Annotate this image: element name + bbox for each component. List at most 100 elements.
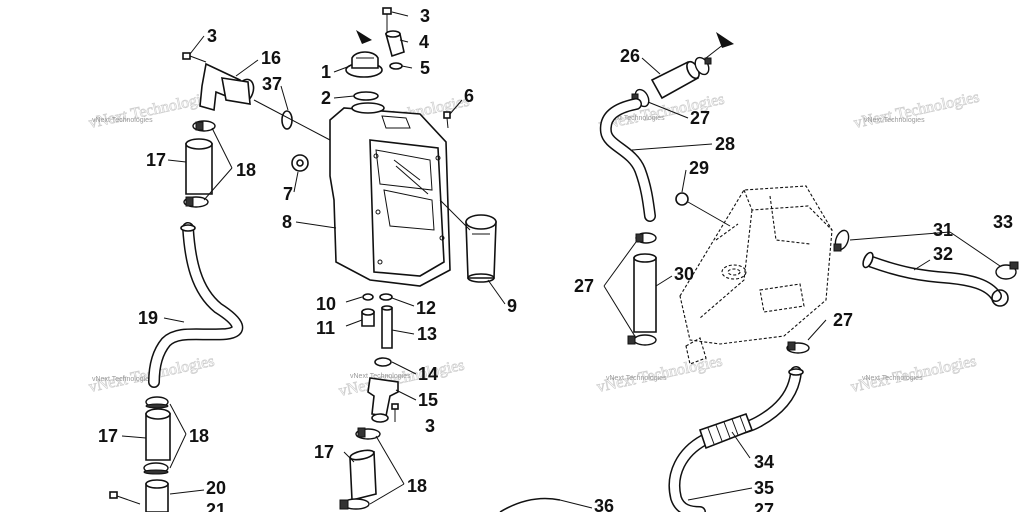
- callout-21: 21: [206, 500, 226, 512]
- callout-26: 26: [620, 46, 640, 66]
- hose-part-28: [599, 98, 656, 222]
- o-ring-part-10: [362, 293, 374, 301]
- callout-9: 9: [507, 296, 517, 316]
- o-ring-part-37: [281, 110, 293, 130]
- callout-8: 8: [282, 212, 292, 232]
- screw-part-21: [109, 491, 141, 505]
- callout-17a: 17: [146, 150, 166, 170]
- hose-segment-part-17b: [145, 408, 171, 461]
- callout-3a: 3: [207, 26, 217, 46]
- right-hose-assembly: [599, 32, 1019, 512]
- callout-37: 37: [262, 74, 282, 94]
- direction-arrow-2: [716, 32, 734, 48]
- elbow-fitting-part-16: [199, 62, 255, 112]
- alignment-line-2: [439, 199, 471, 231]
- callout-5: 5: [420, 58, 430, 78]
- callout-3b: 3: [420, 6, 430, 26]
- screw-part-3a: [182, 52, 207, 63]
- gasket-part-2: [353, 91, 379, 101]
- bellows-part-34: [698, 412, 754, 450]
- callout-13: 13: [417, 324, 437, 344]
- callout-28: 28: [715, 134, 735, 154]
- callout-18a: 18: [236, 160, 256, 180]
- callout-labels: 3 16 37 17 18 19 17 18 20 21 3 4 5 1 2 6…: [98, 6, 1013, 512]
- hose-part-36: [499, 497, 561, 512]
- callout-27d: 27: [754, 500, 774, 512]
- hose-part-32: [862, 251, 1002, 302]
- hose-segment-part-17a: [185, 138, 213, 195]
- o-ring-part-5: [389, 62, 403, 70]
- clamp-part-27a: [694, 56, 712, 76]
- clamp-part-27c: [635, 232, 657, 244]
- clamp-part-18d: [143, 462, 169, 475]
- callout-35: 35: [754, 478, 774, 498]
- callout-7: 7: [283, 184, 293, 204]
- callout-27c: 27: [833, 310, 853, 330]
- callout-14: 14: [418, 364, 438, 384]
- plug-part-11: [361, 308, 375, 327]
- callout-27a: 27: [690, 108, 710, 128]
- tank-body-part-8: [329, 102, 451, 287]
- filler-elbow-part-4: [384, 30, 405, 58]
- clamp-part-33: [991, 261, 1019, 307]
- callout-16: 16: [261, 48, 281, 68]
- clamp-part-27d: [627, 334, 657, 346]
- left-hose-assembly: [109, 52, 331, 512]
- grommet-part-7: [291, 154, 309, 172]
- watermark-shadow-4: vNext Technologies: [852, 89, 981, 132]
- clamp-part-18a: [192, 120, 216, 132]
- callout-6: 6: [464, 86, 474, 106]
- hose-segment-part-26: [650, 60, 700, 100]
- callout-2: 2: [321, 88, 331, 108]
- callout-18c: 18: [407, 476, 427, 496]
- leader-lines: [121, 11, 1001, 509]
- watermark-6: vNext Technologies: [350, 373, 411, 380]
- clamp-part-27f: [786, 341, 810, 354]
- grommet-part-29: [675, 192, 689, 206]
- watermark-4: vNext Technologies: [864, 117, 925, 124]
- callout-33: 33: [993, 212, 1013, 232]
- callout-36: 36: [594, 496, 614, 512]
- watermark-5: vNext Technologies: [92, 376, 153, 383]
- watermark-8: vNext Technologies: [862, 375, 923, 382]
- o-ring-part-12: [379, 293, 393, 301]
- clamp-part-27e: [833, 229, 850, 252]
- callout-30: 30: [674, 264, 694, 284]
- reservoir-tank-assembly: [291, 7, 561, 512]
- watermark-1: vNext Technologies: [92, 117, 153, 124]
- clamp-part-18b: [183, 196, 209, 208]
- screw-part-3c: [391, 403, 399, 422]
- clamp-part-18c: [145, 396, 169, 409]
- callout-3c: 3: [425, 416, 435, 436]
- callout-31: 31: [933, 220, 953, 240]
- clamp-part-18e: [355, 427, 381, 440]
- cap-part-1: [345, 51, 383, 78]
- clamp-part-18f: [339, 498, 370, 510]
- callout-4: 4: [419, 32, 429, 52]
- callout-17b: 17: [98, 426, 118, 446]
- fitting-part-20: [145, 479, 169, 512]
- callout-12: 12: [416, 298, 436, 318]
- callout-18b: 18: [189, 426, 209, 446]
- callout-20: 20: [206, 478, 226, 498]
- callout-11: 11: [316, 318, 335, 338]
- callout-15: 15: [418, 390, 438, 410]
- tube-part-13: [381, 305, 393, 349]
- outlet-fitting-part-15: [367, 377, 399, 423]
- hose-segment-part-30: [633, 253, 657, 333]
- long-hose-part-19: [148, 222, 244, 388]
- hose-segment-part-17c: [349, 449, 377, 502]
- callout-34: 34: [754, 452, 774, 472]
- callout-32: 32: [933, 244, 953, 264]
- callout-10: 10: [316, 294, 336, 314]
- callout-17c: 17: [314, 442, 334, 462]
- direction-arrow-1: [356, 30, 372, 44]
- callout-27b: 27: [574, 276, 594, 296]
- watermark-3: vNext Technologies: [604, 115, 665, 122]
- screw-part-6: [443, 111, 451, 129]
- screw-part-3b: [382, 7, 392, 32]
- dashed-housing: [679, 185, 833, 365]
- watermark-7: vNext Technologies: [606, 375, 667, 382]
- alignment-line-1: [253, 99, 331, 141]
